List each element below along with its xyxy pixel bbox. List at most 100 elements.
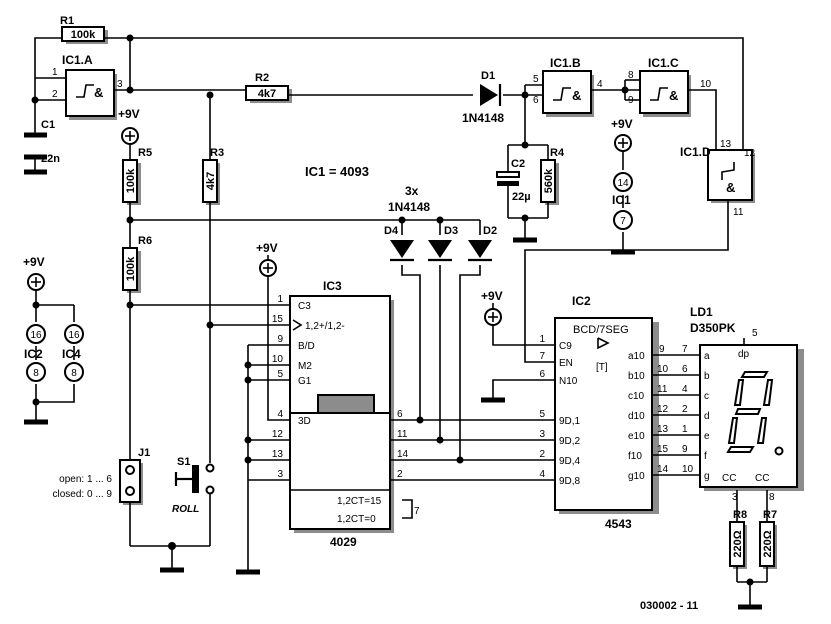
svg-text:9: 9 [628,95,634,106]
svg-text:10: 10 [272,354,284,365]
diode-d1: D1 1N4148 [462,70,504,125]
svg-text:N10: N10 [559,376,578,387]
svg-text:open: 1 ... 6: open: 1 ... 6 [59,474,112,485]
svg-text:560k: 560k [543,168,555,193]
svg-text:4: 4 [682,384,688,395]
svg-text:4: 4 [597,79,603,90]
svg-text:LD1: LD1 [690,305,713,319]
svg-text:9D,8: 9D,8 [559,476,581,487]
svg-text:1: 1 [539,334,545,345]
svg-text:C2: C2 [511,158,525,170]
diode-group-type: 1N4148 [388,200,430,214]
svg-text:14: 14 [617,178,629,189]
svg-text:+9V: +9V [118,107,140,121]
svg-text:1: 1 [277,294,283,305]
svg-text:IC3: IC3 [323,279,342,293]
svg-text:C9: C9 [559,341,572,352]
svg-text:&: & [572,88,581,103]
resistor-r2: R2 4k7 [245,72,292,103]
capacitor-c2: C2 22µ [496,158,531,203]
switch-s1-roll: S1 ROLL [172,456,215,515]
svg-text:8: 8 [33,368,39,379]
svg-text:14: 14 [397,449,409,460]
ic3-4029: IC3 4029 1 15 9 10 5 4 12 13 3 C3 1,2+/1… [272,279,420,549]
svg-text:220Ω: 220Ω [732,530,744,557]
svg-text:7: 7 [682,344,688,355]
svg-text:ROLL: ROLL [172,504,199,515]
svg-text:8: 8 [71,368,77,379]
svg-text:9D,4: 9D,4 [559,456,581,467]
svg-text:3: 3 [732,492,738,503]
svg-text:9: 9 [277,334,283,345]
svg-text:3: 3 [277,469,283,480]
svg-text:2: 2 [539,449,545,460]
svg-text:+9V: +9V [23,255,45,269]
svg-text:IC1.A: IC1.A [62,53,93,67]
svg-text:7: 7 [539,351,545,362]
supply-ic2: +9V [481,289,503,326]
svg-text:+9V: +9V [611,117,633,131]
svg-text:g: g [704,471,710,482]
svg-text:10: 10 [700,79,712,90]
svg-text:9: 9 [659,344,665,355]
svg-text:22n: 22n [41,153,60,165]
svg-text:1,2CT=15: 1,2CT=15 [337,496,382,507]
svg-text:BCD/7SEG: BCD/7SEG [573,324,629,336]
seven-segment-glyph [726,371,784,456]
svg-text:&: & [726,180,735,195]
gate-ic1c: IC1.C 8 9 10 & [628,56,712,117]
svg-text:c: c [704,391,709,402]
ic1-type-note: IC1 = 4093 [305,164,369,179]
svg-text:7: 7 [414,506,420,517]
svg-text:IC1.D: IC1.D [680,145,711,159]
svg-text:d: d [704,411,710,422]
svg-text:14: 14 [657,464,669,475]
svg-text:IC1: IC1 [612,193,631,207]
svg-text:J1: J1 [138,447,150,459]
resistor-r8: R8 220Ω [729,509,747,569]
svg-text:C3: C3 [298,301,311,312]
svg-text:9D,1: 9D,1 [559,416,581,427]
svg-text:R2: R2 [255,72,269,84]
svg-text:b10: b10 [628,371,645,382]
svg-text:6: 6 [682,364,688,375]
svg-text:closed: 0 ... 9: closed: 0 ... 9 [53,489,113,500]
svg-text:12: 12 [272,429,284,440]
supply-r5: +9V [118,107,140,145]
svg-text:10: 10 [657,364,669,375]
svg-text:dp: dp [738,349,750,360]
svg-text:CC: CC [755,473,769,484]
svg-text:10: 10 [682,464,694,475]
figure-code: 030002 - 11 [640,600,698,612]
capacitor-c1: C1 22n [24,119,60,165]
svg-text:1: 1 [52,67,58,78]
svg-text:13: 13 [657,424,669,435]
svg-text:22µ: 22µ [512,191,531,203]
supply-ic1: +9V 14 IC1 7 [611,117,633,230]
svg-text:a: a [704,351,710,362]
svg-text:11: 11 [657,384,668,395]
svg-text:9D,2: 9D,2 [559,436,581,447]
svg-text:3D: 3D [298,416,311,427]
svg-text:4: 4 [277,409,283,420]
svg-text:15: 15 [272,314,284,325]
resistor-r7: R7 220Ω [759,509,777,569]
svg-text:11: 11 [397,429,408,440]
svg-text:4k7: 4k7 [205,172,217,190]
svg-text:g10: g10 [628,471,645,482]
svg-text:a10: a10 [628,351,645,362]
ground-symbols [24,169,762,610]
svg-text:1,2+/1,2-: 1,2+/1,2- [305,321,345,332]
ic2-4543: IC2 4543 BCD/7SEG [T] 1 7 6 5 3 2 4 C9 E… [539,294,668,531]
svg-text:C1: C1 [41,119,55,131]
diode-group-count: 3x [405,184,419,198]
svg-text:e: e [704,431,710,442]
svg-text:4029: 4029 [330,535,357,549]
svg-text:4543: 4543 [605,517,632,531]
svg-text:D2: D2 [483,225,497,237]
svg-text:&: & [669,88,678,103]
svg-text:D4: D4 [384,225,399,237]
wires [34,37,768,605]
svg-text:[T]: [T] [596,362,608,373]
